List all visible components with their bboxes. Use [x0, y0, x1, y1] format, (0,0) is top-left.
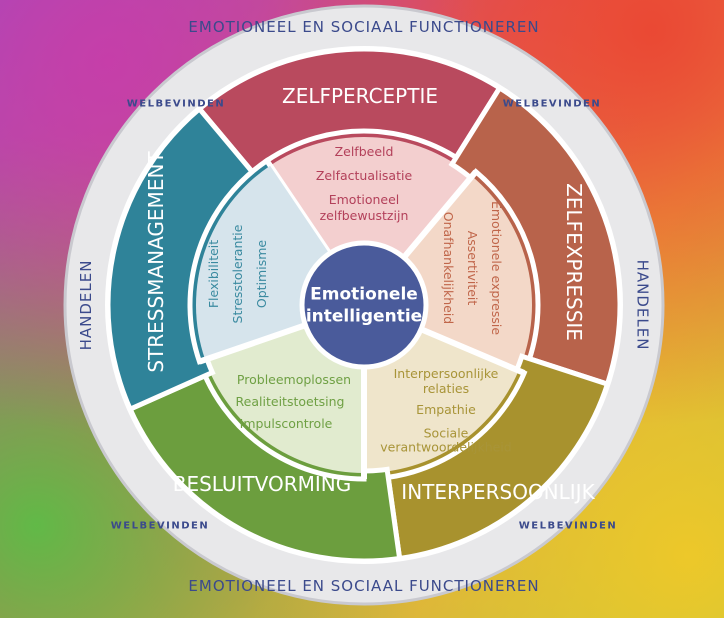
segment-item-besluitvorming: Realiteitstoetsing — [235, 394, 345, 410]
segment-item-besluitvorming: Probleemoplossen — [236, 372, 352, 388]
segment-item-stressmanagement: Optimisme — [254, 239, 270, 309]
segment-item-interpersoonlijk: relaties — [422, 381, 470, 397]
segment-item-stressmanagement: Flexibiliteit — [206, 239, 222, 309]
ring-welbevinden-top-right: WELBEVINDEN — [502, 98, 602, 110]
segment-label-interpersoonlijk: INTERPERSOONLIJK — [401, 480, 595, 504]
segment-label-besluitvorming: BESLUITVORMING — [172, 472, 352, 496]
segment-inner-area — [270, 137, 472, 305]
center-title-line2: intelligentie — [305, 306, 423, 327]
ring-label-top: EMOTIONEEL EN SOCIAAL FUNCTIONEREN — [188, 17, 540, 36]
segment-item-zelfperceptie: zelfbewustzijn — [319, 208, 409, 224]
ring-welbevinden-top-left: WELBEVINDEN — [126, 98, 226, 110]
segment-item-interpersoonlijk: Sociale verantwoordelijkheid — [380, 425, 512, 454]
segment-item-zelfexpressie: Assertiviteit — [464, 230, 480, 306]
segment-item-zelfperceptie: Zelfactualisatie — [315, 168, 413, 184]
segment-label-zelfexpressie: ZELFEXPRESSIE — [562, 183, 586, 341]
segment-label-zelfperceptie: ZELFPERCEPTIE — [282, 84, 438, 108]
segment-item-stressmanagement: Stresstolerantie — [230, 224, 246, 324]
segment-item-zelfperceptie: Emotioneel — [328, 192, 400, 208]
ring-label-right: HANDELEN — [633, 259, 652, 351]
center-title-line1: Emotionele — [310, 284, 418, 305]
ring-welbevinden-bottom-right: WELBEVINDEN — [518, 520, 618, 532]
segments — [105, 46, 623, 564]
segment-item-interpersoonlijk: Interpersoonlijke — [393, 366, 499, 382]
segment-item-zelfexpressie: Emotionele expressie — [488, 200, 504, 336]
center-circle — [299, 240, 429, 370]
ring-label-bottom: EMOTIONEEL EN SOCIAAL FUNCTIONEREN — [188, 576, 540, 595]
segment-item-zelfperceptie: Zelfbeeld — [334, 144, 394, 160]
segment-label-stressmanagement: STRESSMANAGEMENT — [144, 151, 168, 373]
segment-item-interpersoonlijk: Empathie — [416, 402, 476, 418]
segment-item-zelfexpressie: Onafhankelijkheid — [440, 211, 456, 325]
ring-label-left: HANDELEN — [76, 259, 95, 351]
segment-item-besluitvorming: Impulscontrole — [239, 416, 333, 432]
ring-welbevinden-bottom-left: WELBEVINDEN — [110, 520, 210, 532]
